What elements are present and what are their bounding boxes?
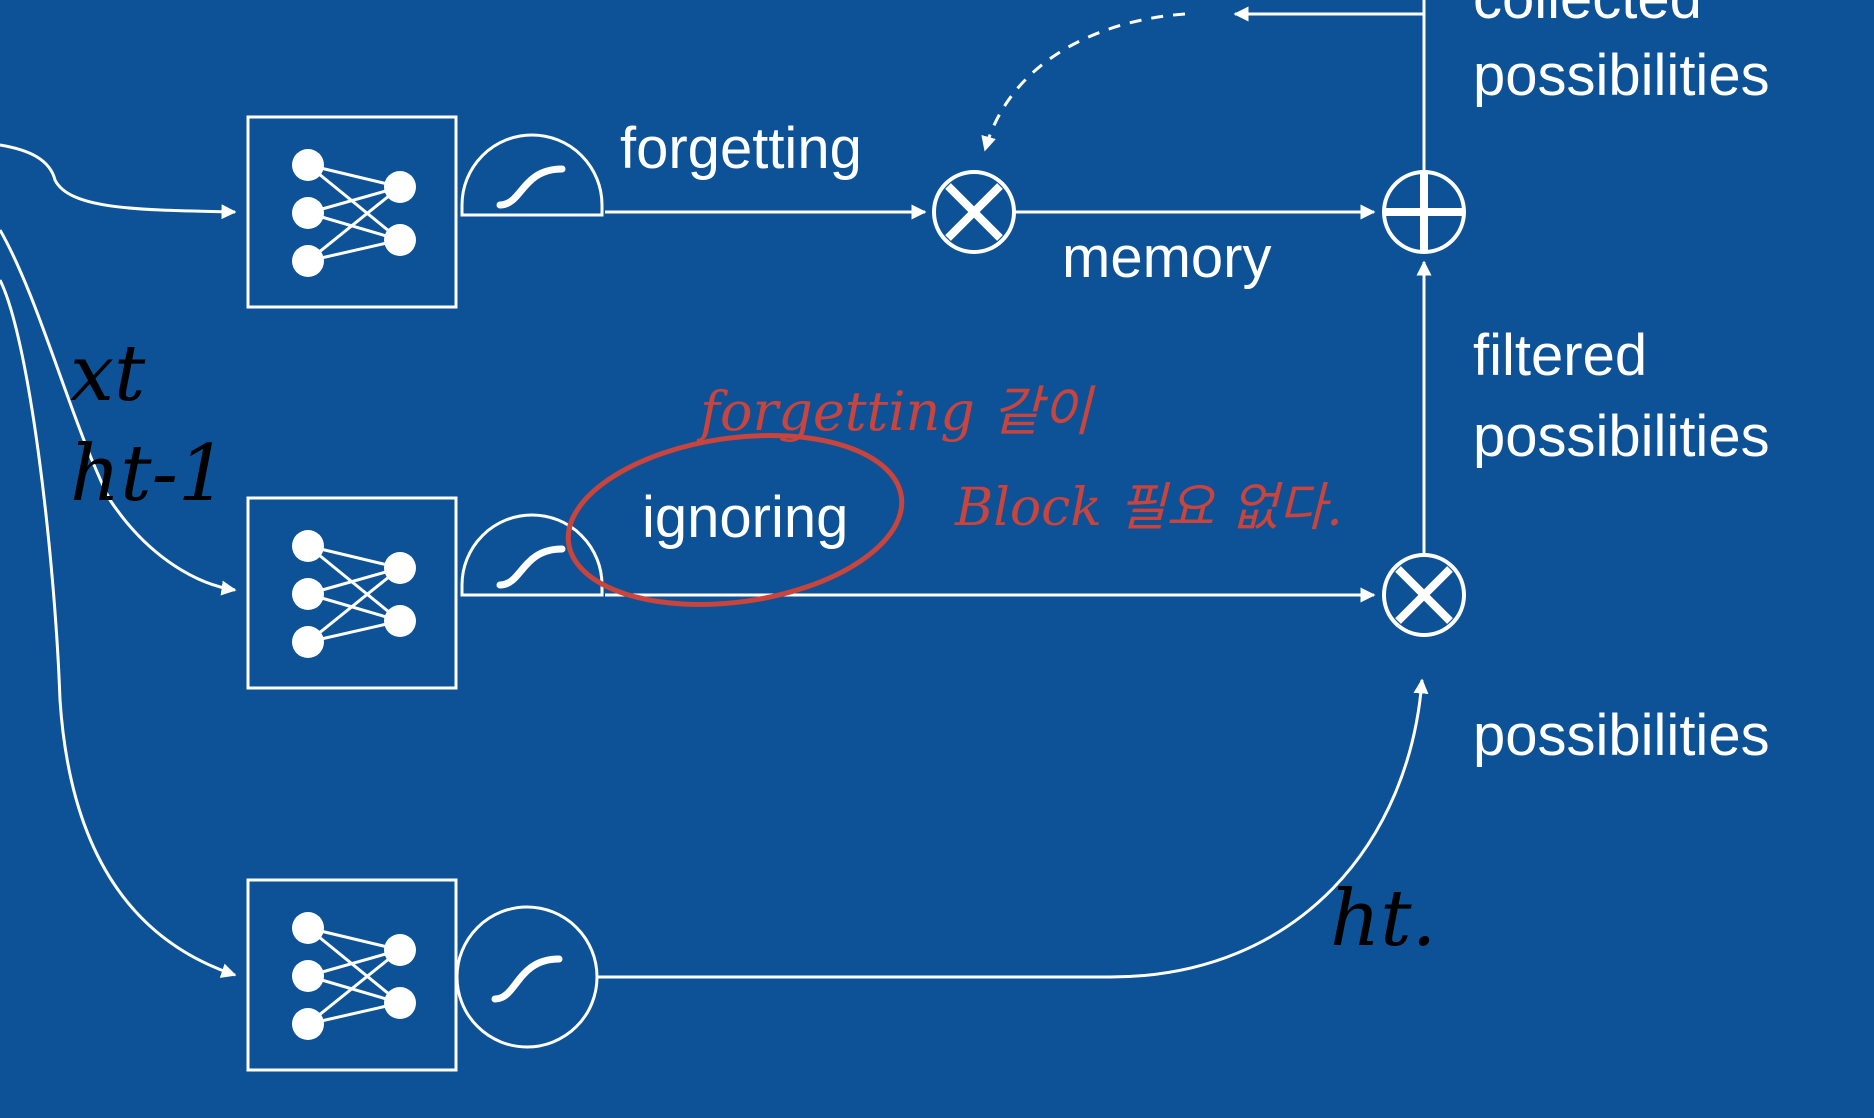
neural-network-icon (246, 496, 458, 690)
multiply-icon (1382, 553, 1466, 637)
neural-network-icon (246, 115, 458, 309)
label-filtered: filtered (1473, 323, 1647, 388)
annotation-circle (565, 432, 905, 608)
collected-dashed-return (981, 12, 1186, 152)
annotation-red-line1: forgetting 같이 (696, 380, 1096, 443)
add-icon (1382, 170, 1466, 254)
label-possibilities: possibilities (1473, 703, 1770, 768)
input-curve-middle (0, 229, 237, 596)
label-collected: collected (1473, 0, 1702, 31)
input-curve-bottom (0, 279, 237, 978)
annotation-red-line2: Block 필요 없다. (954, 478, 1343, 538)
sigmoid-icon (462, 515, 602, 595)
tanh-icon (455, 905, 599, 1049)
multiply-icon (932, 170, 1016, 254)
annotation-xt: xt (70, 329, 146, 419)
label-filtered-possibilities: possibilities (1473, 404, 1770, 469)
annotation-ht-minus-1: ht-1 (70, 429, 228, 519)
label-memory: memory (1062, 225, 1271, 290)
label-collected-possibilities: possibilities (1473, 43, 1770, 108)
label-ignoring: ignoring (642, 485, 848, 550)
input-curve-top (0, 143, 237, 220)
neural-network-icon (246, 878, 458, 1072)
possibilities-curve (597, 678, 1429, 979)
annotation-ht: ht. (1330, 874, 1436, 964)
label-forgetting: forgetting (620, 116, 862, 181)
sigmoid-icon (462, 135, 602, 215)
